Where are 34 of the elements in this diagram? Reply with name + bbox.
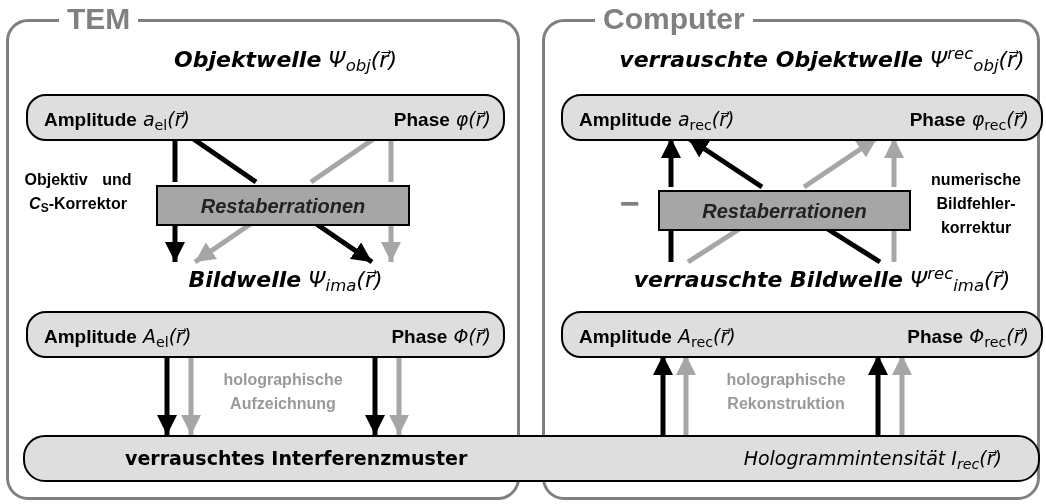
phase-text: Phase φ(r⃗) [393,107,491,132]
wave-heading: verrauschte Objektwelle Ψ$^{rec}$$_{obj}$(r⃗) [618,45,1026,75]
arrow [661,138,681,187]
process-label: numerische Bildfehler-korrektur [930,170,1022,238]
arrow [676,355,696,435]
phase-text: Phase φ$_{rec}$(r⃗) [909,107,1029,135]
minus-sign: − [619,186,641,220]
arrow [389,355,409,435]
wave-heading: Objektwelle Ψ$_{obj}$(r⃗) [173,46,398,75]
amplitude-text: Amplitude a$_{el}$(r⃗) [44,107,190,135]
wave-heading: verrauschte Bildwelle Ψ$^{rec}$$_{ima}$(r⃗) [632,265,1012,295]
wave-heading: Bildwelle Ψ$_{ima}$(r⃗) [187,266,384,295]
process-label: holographische Rekonstruktion [725,370,847,414]
amplitude-text: Amplitude A$_{rec}$(r⃗) [579,324,736,352]
arrow [381,223,401,262]
bar-text: verrauschtes Interferenzmuster [125,446,468,472]
arrow [653,355,673,435]
arrow [365,355,385,435]
phase-text: Phase Φ$_{rec}$(r⃗) [907,324,1029,352]
aberration-box: Restaberrationen [658,190,911,231]
arrow [181,355,201,435]
aberration-box: Restaberrationen [156,185,410,226]
bar-text: Hologrammintensität I$_{rec}$(r⃗) [743,446,1002,473]
arrow [868,355,888,435]
arrow [165,223,185,262]
arrow [884,138,904,187]
phase-text: Phase Φ(r⃗) [391,324,491,349]
hologram-bar [23,435,1040,482]
amplitude-text: Amplitude A$_{el}$(r⃗) [44,324,192,352]
arrow [892,355,912,435]
arrow [157,355,177,435]
amplitude-text: Amplitude a$_{rec}$(r⃗) [579,107,735,135]
process-label: holographische Aufzeichnung [222,370,344,414]
component-label: Objektiv und C$_{S}$-Korrektor [24,170,132,216]
